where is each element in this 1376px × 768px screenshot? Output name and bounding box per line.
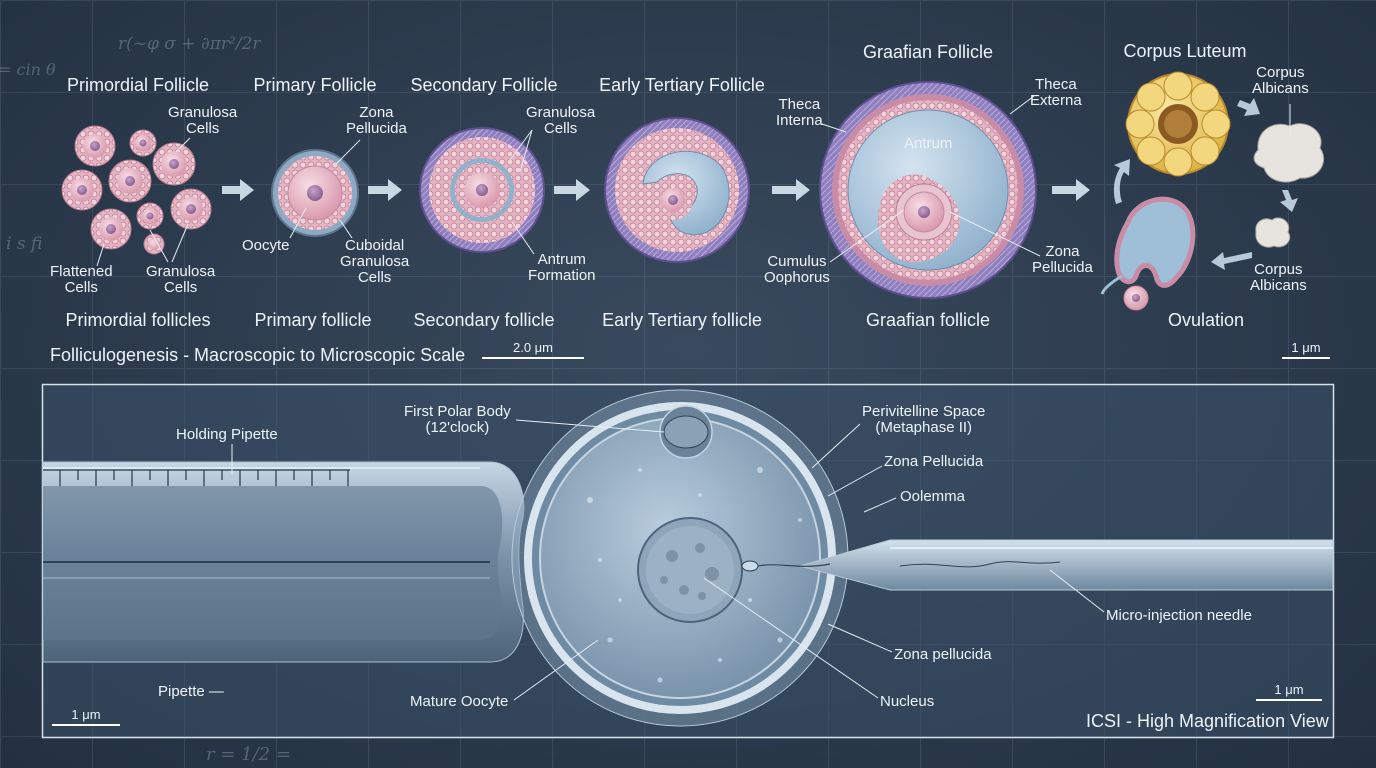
stage-title-secondary: Secondary Follicle <box>410 75 558 95</box>
background-equation: i s fi <box>6 234 43 254</box>
icsi-scale-label-right: 1 μm <box>1274 682 1304 697</box>
stage2-leaders <box>289 139 361 239</box>
stage-title-corpus-luteum: Corpus Luteum <box>1123 41 1247 61</box>
label-theca-interna: Theca Interna <box>776 96 823 129</box>
label-cuboidal-granulosa-cells: Cuboidal Granulosa Cells <box>340 237 410 286</box>
label-theca-externa: Theca Externa <box>1030 76 1082 109</box>
stage-caption-early-tertiary: Early Tertiary follicle <box>602 310 762 330</box>
label-perivitelline-space: Perivitelline Space (Metaphase II) <box>862 403 986 436</box>
label-first-polar-body: First Polar Body (12'clock) <box>404 403 511 436</box>
top-panel-title: Folliculogenesis - Macroscopic to Micros… <box>50 345 466 365</box>
stage-caption-graafian: Graafian follicle <box>865 310 991 330</box>
label-mature-oocyte: Mature Oocyte <box>410 693 509 710</box>
stage-title-primordial: Primordial Follicle <box>66 75 210 95</box>
cycle-arrows <box>1113 98 1298 270</box>
background-equation: r(~φ σ + ∂πr²/2r <box>118 34 261 54</box>
label-granulosa-cells: Granulosa Cells <box>168 104 238 137</box>
stage5-leaders <box>821 95 1041 263</box>
stage-caption-primordial: Primordial follicles <box>65 310 211 330</box>
label-zona-pellucida: Zona Pellucida <box>1032 243 1093 276</box>
label-oolemma: Oolemma <box>900 488 966 505</box>
icsi-leaders <box>231 419 1105 701</box>
label-corpus-albicans: Corpus Albicans <box>1250 261 1307 294</box>
icsi-panel-title: ICSI - High Magnification View <box>1086 711 1329 731</box>
scale-label-right: 1 μm <box>1291 340 1321 355</box>
label-flattened-cells: Flattened Cells <box>50 263 113 296</box>
label-micro-injection-needle: Micro-injection needle <box>1106 607 1252 624</box>
label-zona-pellucida: Zona Pellucida <box>346 104 407 137</box>
label-granulosa-cells: Granulosa Cells <box>526 104 596 137</box>
label-corpus-albicans: Corpus Albicans <box>1252 64 1309 97</box>
primary-follicle <box>271 149 359 237</box>
stage1-leaders <box>96 137 191 267</box>
stage3-leaders <box>509 129 535 255</box>
early-tertiary-follicle <box>604 117 750 263</box>
background-equation: r = 1/2 = <box>206 744 291 765</box>
background-equation: = cin θ <box>0 60 56 79</box>
label-antrum: Antrum <box>904 135 953 152</box>
icsi-scale-label-left: 1 μm <box>71 707 101 722</box>
label-zona-pellucida: Zona Pellucida <box>884 453 984 470</box>
stage-caption-ovulation: Ovulation <box>1167 310 1245 330</box>
label-holding-pipette: Holding Pipette <box>176 426 278 443</box>
stage-title-early-tertiary: Early Tertiary Follicle <box>599 75 765 95</box>
secondary-follicle <box>419 127 545 253</box>
corpus-albicans-large <box>1253 123 1325 183</box>
label-antrum-formation: Antrum Formation <box>528 251 596 284</box>
scale-label-left: 2.0 μm <box>512 340 553 355</box>
primordial-follicles <box>61 125 212 255</box>
stage-title-primary: Primary Follicle <box>253 75 377 95</box>
label-cumulus-oophorus: Cumulus Oophorus <box>764 253 830 286</box>
label-zona-pellucida-lower: Zona pellucida <box>894 646 992 663</box>
label-oocyte: Oocyte <box>242 237 290 254</box>
ovulation-follicle <box>1100 196 1196 311</box>
stage-title-graafian: Graafian Follicle <box>862 42 994 62</box>
holding-pipette <box>42 461 525 663</box>
graafian-follicle <box>819 81 1037 299</box>
stage-caption-secondary: Secondary follicle <box>413 310 555 330</box>
stage-arrows <box>222 179 1090 201</box>
micro-injection-needle <box>741 539 1334 591</box>
corpus-luteum <box>1125 71 1231 177</box>
mature-oocyte <box>511 389 849 727</box>
corpus-albicans-small <box>1255 217 1291 248</box>
label-nucleus: Nucleus <box>880 693 935 710</box>
label-granulosa-cells: Granulosa Cells <box>146 263 216 296</box>
label-pipette: Pipette — <box>158 683 224 700</box>
stage-caption-primary: Primary follicle <box>254 310 372 330</box>
